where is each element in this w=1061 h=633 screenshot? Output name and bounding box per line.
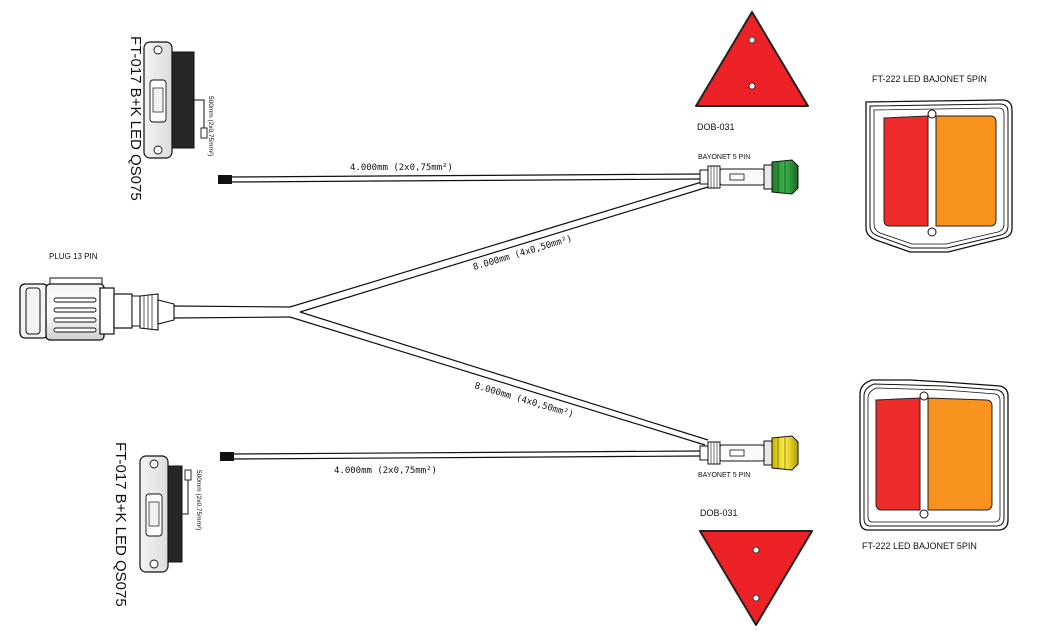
bayonet-connector-bottom bbox=[699, 435, 799, 471]
lamp-label-bottom: FT-222 LED BAJONET 5PIN bbox=[862, 541, 977, 551]
lamp-ft222-bottom bbox=[859, 379, 1009, 531]
triangle-reflector-bottom bbox=[699, 530, 813, 626]
cable-top-2wire bbox=[218, 173, 701, 184]
cable-top-4wire bbox=[289, 180, 709, 313]
cable-label-top-4wire: 8.000mm (4x0,50mm²) bbox=[472, 234, 574, 273]
plug-13-pin bbox=[19, 277, 175, 341]
bayonet-label-top: BAYONET 5 PIN bbox=[698, 154, 750, 161]
cable-bottom-4wire bbox=[289, 311, 709, 446]
side-marker-top bbox=[143, 41, 208, 159]
plug-label: PLUG 13 PIN bbox=[49, 252, 98, 261]
cable-label-top-2wire: 4.000mm (2x0,75mm²) bbox=[350, 163, 453, 173]
side-marker-label-bottom: FT-017 B+K LED QS075 bbox=[112, 442, 129, 607]
triangle-reflector-top bbox=[695, 11, 809, 107]
side-marker-label-top: FT-017 B+K LED QS075 bbox=[127, 36, 144, 201]
cable-plug-trunk bbox=[171, 305, 291, 319]
side-marker-cable-label-top: 500mm (2x0,75mm²) bbox=[207, 96, 214, 156]
cable-bottom-2wire bbox=[220, 450, 701, 461]
lamp-ft222-top bbox=[865, 99, 1013, 253]
triangle-label-top: DOB-031 bbox=[697, 122, 735, 132]
triangle-label-bottom: DOB-031 bbox=[700, 508, 738, 518]
bayonet-label-bottom: BAYONET 5 PIN bbox=[698, 472, 750, 479]
cable-label-bottom-2wire: 4.000mm (2x0,75mm²) bbox=[334, 466, 437, 476]
bayonet-connector-top bbox=[699, 159, 799, 195]
lamp-label-top: FT-222 LED BAJONET 5PIN bbox=[872, 74, 987, 84]
side-marker-bottom bbox=[139, 455, 192, 573]
side-marker-cable-label-bottom: 500mm (2x0,75mm²) bbox=[195, 470, 202, 530]
